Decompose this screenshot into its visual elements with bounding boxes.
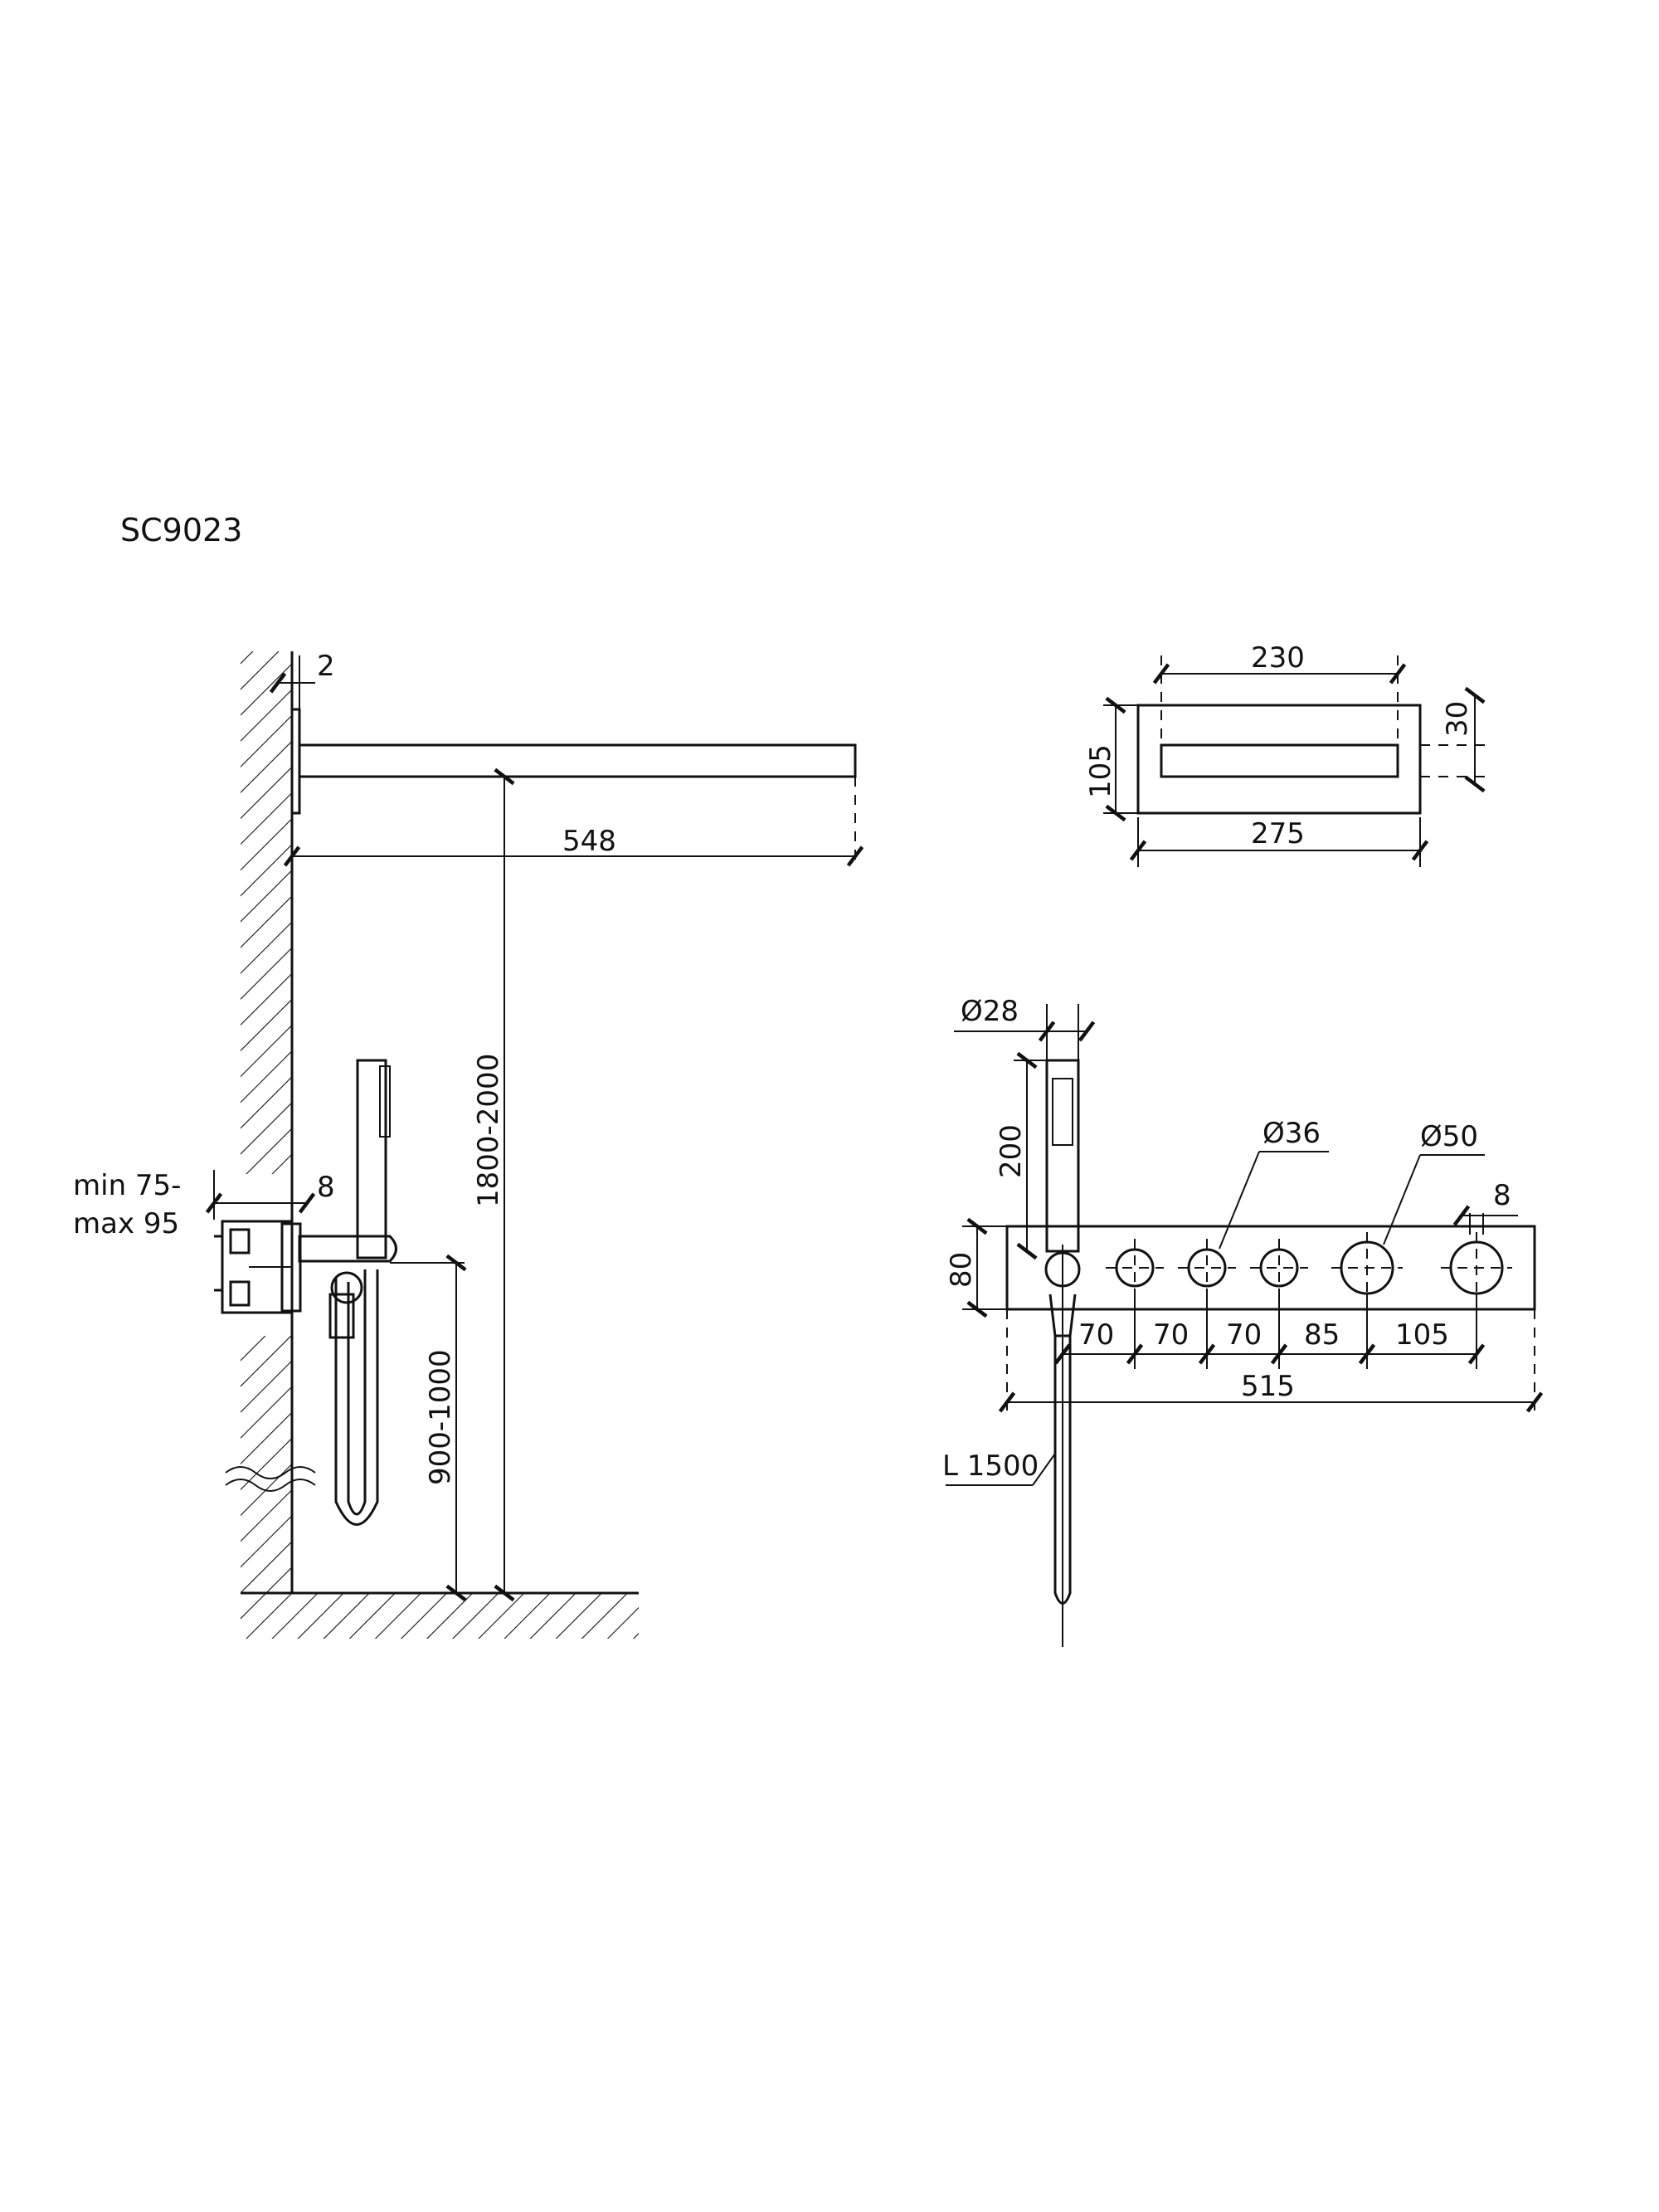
dim-spacing-2: 70 [1153,1318,1189,1352]
dim-head-slot: 30 [1441,701,1474,737]
dim-spacing-3: 70 [1226,1318,1262,1352]
dim-hose-length: L 1500 [942,1449,1039,1483]
knob-3 [1250,1239,1308,1297]
hose-outlet [298,1235,397,1263]
dim-shower-height: 1800-2000 [472,1054,505,1207]
hand-shower-body [356,1059,387,1259]
wall-hatch-upper [241,651,292,1174]
dim-wall-plate: 2 [317,650,335,683]
dim-hand-height: 900-1000 [424,1349,457,1485]
knob-1 [1106,1239,1164,1297]
wall-hatch-lower [241,1336,292,1593]
dim-plate-height: 80 [945,1252,978,1288]
dim-knob-small: Ø36 [1262,1117,1321,1150]
head-inner-slot [1160,743,1399,778]
drawing-title: SC9023 [120,512,242,548]
shower-arm [298,743,857,778]
knob-5 [1441,1232,1512,1303]
knob-2 [1178,1239,1236,1297]
dim-depth-min: min 75- [73,1169,181,1202]
shower-head-view: 230 275 105 30 [1084,641,1486,867]
dim-knob-large: Ø50 [1420,1120,1478,1153]
concealed-body [214,1220,302,1314]
dim-spacing-5: 105 [1395,1318,1449,1352]
hand-shower-front [1045,1059,1080,1253]
dim-spacing-1: 70 [1078,1318,1114,1352]
hose-loop [334,1269,379,1526]
dim-arm-length: 548 [562,825,616,858]
dim-knob-projection: 8 [1493,1179,1511,1212]
floor-hatch [241,1593,639,1639]
hand-shower-nozzles [1052,1078,1073,1146]
hose-connector [328,1293,355,1339]
dim-depth-max: max 95 [73,1207,179,1240]
mixer-plate [1005,1225,1536,1311]
dim-head-inner-width: 230 [1251,641,1305,675]
dim-plate-width: 515 [1241,1370,1295,1403]
dim-head-outer-width: 275 [1251,817,1305,850]
knob-4 [1331,1232,1403,1303]
dim-mixer-offset: 8 [317,1171,335,1204]
wall-break-mark [225,1466,316,1479]
head-outer-frame [1136,704,1422,815]
dim-hand-length: 200 [995,1124,1028,1178]
dim-spacing-4: 85 [1304,1318,1340,1352]
side-view: 2 548 1800-2000 min 75- [73,650,864,1639]
hose-elbow [330,1271,363,1304]
dim-head-depth: 105 [1084,744,1117,798]
mixer-front-view: Ø28 200 80 Ø36 Ø50 8 70 70 [942,995,1544,1647]
dim-hand-diameter: Ø28 [961,995,1019,1028]
